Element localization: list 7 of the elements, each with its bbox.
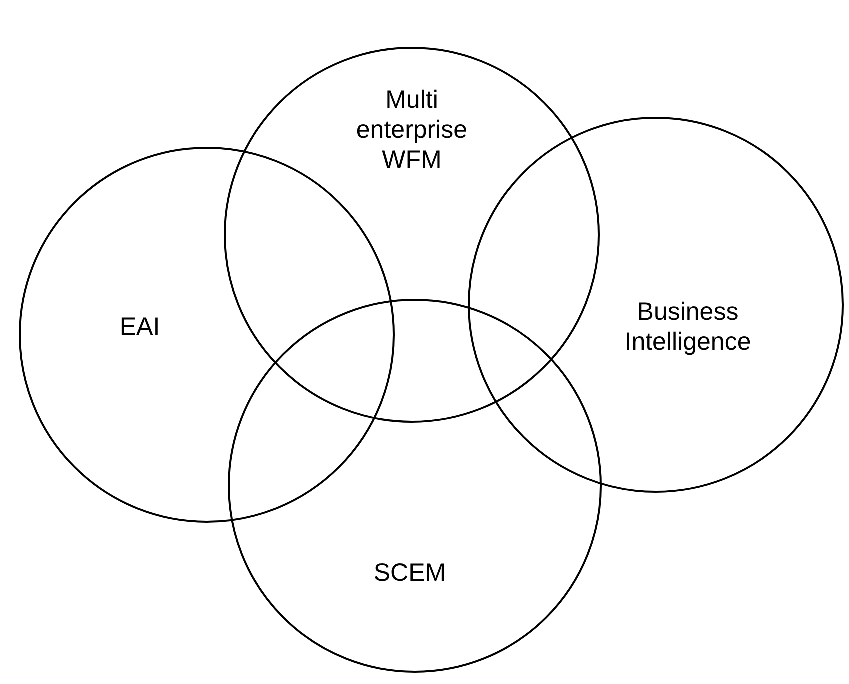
- venn-circle: [468, 117, 844, 493]
- venn-circle: [228, 299, 602, 673]
- circle-label: EAI: [118, 312, 162, 342]
- venn-circle: [224, 47, 600, 423]
- circle-label: Multi enterprise WFM: [355, 85, 469, 175]
- circle-label: SCEM: [372, 558, 448, 588]
- circle-label: Business Intelligence: [624, 297, 752, 357]
